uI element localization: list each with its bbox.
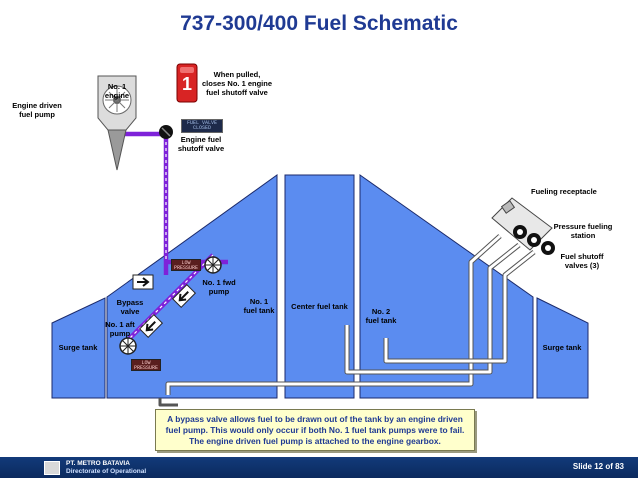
slide-title: 737-300/400 Fuel Schematic <box>180 12 458 35</box>
surge-tank-right-label: Surge tank <box>542 343 582 352</box>
engine-no1-label: No. 1 engine <box>104 82 130 100</box>
engine-fuel-shutoff-valve-icon <box>159 125 173 139</box>
low-pressure-light-fwd: LOW PRESSURE <box>171 259 201 271</box>
engine-driven-pump-label: Engine driven fuel pump <box>12 101 62 119</box>
surge-tank-right <box>536 297 589 399</box>
engine-no1-icon <box>97 75 137 171</box>
center-fuel-tank-label: Center fuel tank <box>291 302 348 311</box>
center-fuel-tank <box>284 174 355 399</box>
no1-fuel-tank <box>106 174 278 399</box>
footer-org-name: PT. METRO BATAVIA <box>66 460 130 467</box>
fuel-shutoff-valves-label: Fuel shutoff valves (3) <box>560 252 604 270</box>
check-valve-upper-icon <box>171 283 197 309</box>
pressure-fueling-station-label: Pressure fueling station <box>553 222 613 240</box>
low-pressure-light-aft: LOW PRESSURE <box>131 359 161 371</box>
company-logo-icon <box>44 461 60 475</box>
engine-fuel-shutoff-valve-label: Engine fuel shutoff valve <box>177 135 225 153</box>
fueling-receptacle <box>500 200 516 214</box>
pressure-fueling-station <box>491 197 553 251</box>
footer-org-subtitle: Directorate of Operational <box>66 468 147 475</box>
engine-fire-handle <box>176 63 198 103</box>
no1-fuel-tank-label: No. 1 fuel tank <box>243 297 275 315</box>
fuel-shutoff-valve-icons <box>513 225 555 255</box>
slide-footer: PT. METRO BATAVIA Directorate of Operati… <box>0 457 638 478</box>
bypass-valve-icon <box>132 274 154 290</box>
no1-fwd-pump-label: No. 1 fwd pump <box>202 278 236 296</box>
fuel-valve-closed-light: FUEL VALVE CLOSED <box>181 119 223 133</box>
fueling-receptacle-label: Fueling receptacle <box>531 187 597 196</box>
bypass-valve-label: Bypass valve <box>116 298 144 316</box>
when-pulled-label: When pulled, closes No. 1 engine fuel sh… <box>201 70 273 97</box>
no2-fuel-tank-label: No. 2 fuel tank <box>365 307 397 325</box>
no1-aft-pump-icon <box>119 337 137 355</box>
surge-tank-left-label: Surge tank <box>58 343 98 352</box>
bypass-explanation-note: A bypass valve allows fuel to be drawn o… <box>155 409 475 451</box>
surge-tank-left <box>51 297 106 399</box>
fueling-manifold-lines <box>158 234 536 407</box>
check-valve-lower-icon <box>138 313 164 339</box>
slide-number: Slide 12 of 83 <box>572 462 624 471</box>
no1-fwd-pump-icon <box>204 256 222 274</box>
fire-handle-number: 1 <box>181 74 192 94</box>
no1-aft-pump-label: No. 1 aft pump <box>105 320 135 338</box>
